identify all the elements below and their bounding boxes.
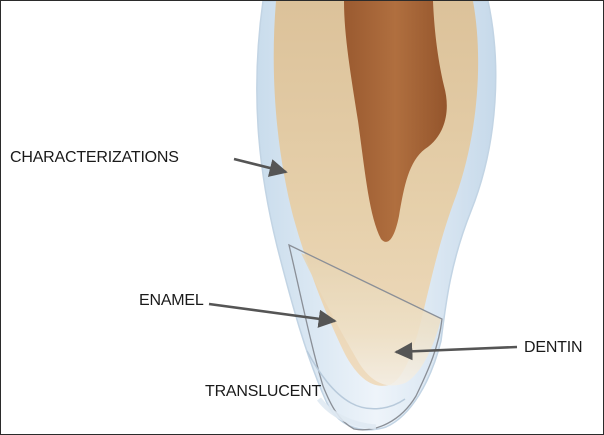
characterizations-label: CHARACTERIZATIONS xyxy=(10,150,179,166)
enamel-label: ENAMEL xyxy=(139,293,204,309)
dentin-label: DENTIN xyxy=(524,340,582,356)
translucent-label: TRANSLUCENT xyxy=(205,384,321,400)
